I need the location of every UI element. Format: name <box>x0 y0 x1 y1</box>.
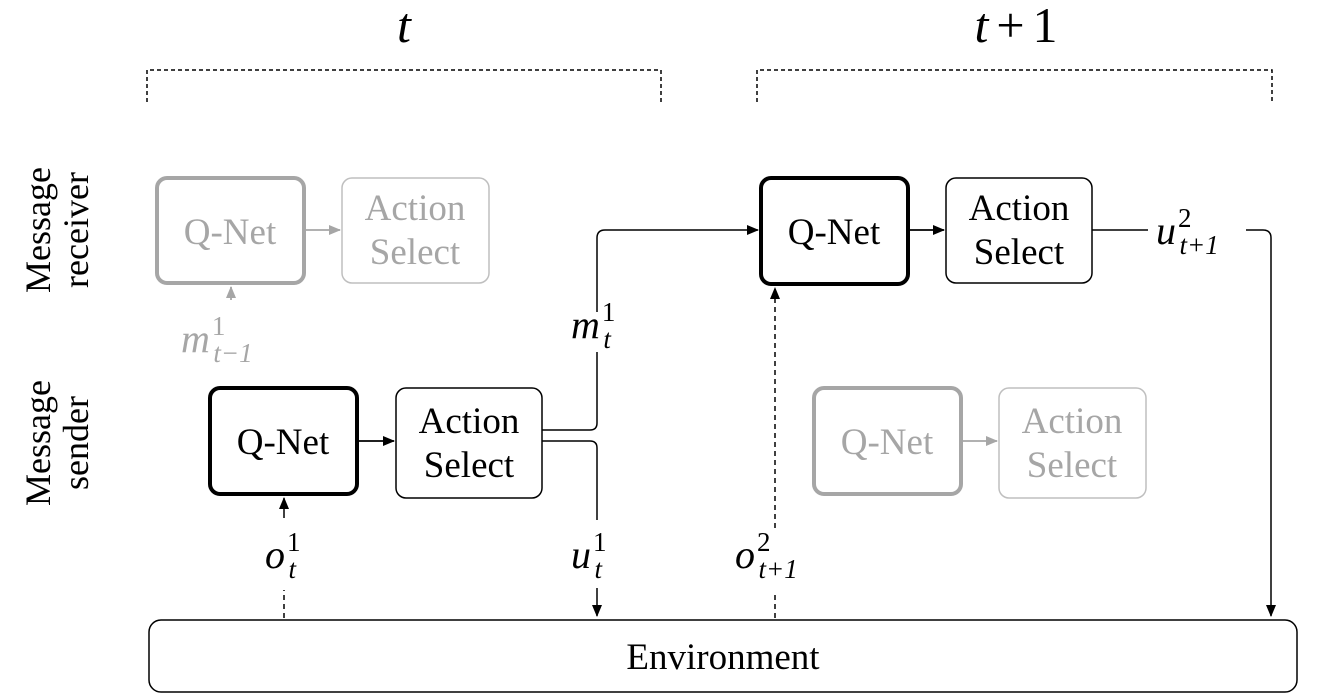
row-label-receiver: Message receiver <box>18 167 96 293</box>
bracket-t-plus-1 <box>756 69 1273 102</box>
row-label-receiver-line1: Message <box>18 167 58 293</box>
qnet-label-sender-t: Q-Net <box>237 422 330 463</box>
environment-box <box>148 619 1298 693</box>
label-o-t-sub: t <box>289 554 298 584</box>
label-m-t-sub: t <box>603 324 612 354</box>
label-u-next-sub: t+1 <box>1180 230 1219 260</box>
time-label-t-plus-1-num: 1 <box>1033 0 1058 53</box>
row-label-receiver-line2: receiver <box>56 172 96 288</box>
time-label-t-plus-1-op: + <box>996 0 1024 53</box>
row-label-sender-line2: sender <box>56 396 96 490</box>
qnet-box-sender-t <box>208 386 359 496</box>
action-box-sender-t <box>395 387 543 499</box>
qnet-label-receiver-t-plus-1: Q-Net <box>788 212 881 253</box>
action-label-sender-t-plus-1-line2: Select <box>1027 445 1118 486</box>
qnet-label-sender-t-plus-1: Q-Net <box>841 422 934 463</box>
action-label-sender-t-line1: Action <box>419 401 520 442</box>
label-u-t-sub: t <box>595 554 604 584</box>
arrow-m-t-to-qnet <box>596 225 759 312</box>
action-label-sender-t-line2: Select <box>424 445 515 486</box>
action-label-receiver-t-plus-1-line1: Action <box>969 188 1070 229</box>
label-o-t-base: o <box>265 532 285 577</box>
qnet-box-sender-t-plus-1 <box>812 386 963 496</box>
time-label-t-plus-1: t+1 <box>974 0 1057 53</box>
qnet-box-receiver-t-plus-1 <box>759 176 910 286</box>
action-box-sender-t-plus-1 <box>998 387 1147 499</box>
label-u-t-base: u <box>571 532 591 577</box>
label-u-next-base: u <box>1156 208 1176 253</box>
label-m-t-base: m <box>571 302 600 347</box>
row-label-sender: Message sender <box>18 380 96 506</box>
label-m-prev-sub: t−1 <box>213 338 252 368</box>
time-label-t-plus-1-var: t <box>974 0 989 53</box>
arrow-u-next-to-env <box>1246 229 1276 617</box>
qnet-box-receiver-t <box>155 176 306 285</box>
action-label-receiver-t-line1: Action <box>365 188 466 229</box>
bracket-t <box>146 69 662 102</box>
label-m-t-sup: 1 <box>602 297 616 327</box>
label-o-t-sup: 1 <box>287 527 301 557</box>
line-m-t-lower <box>542 352 598 431</box>
row-label-sender-line1: Message <box>18 380 58 506</box>
time-label-t: t <box>397 0 412 53</box>
line-u-t-upper <box>542 440 598 520</box>
label-m-prev-sup: 1 <box>212 311 226 341</box>
label-o-next-sub: t+1 <box>759 554 798 584</box>
action-label-receiver-t-line2: Select <box>370 232 461 273</box>
environment-label: Environment <box>626 637 820 678</box>
label-o-next-sup: 2 <box>757 527 771 557</box>
label-o-next-base: o <box>735 532 755 577</box>
action-label-receiver-t-plus-1-line2: Select <box>974 232 1065 273</box>
action-box-receiver-t <box>341 177 490 284</box>
label-u-next-sup: 2 <box>1178 203 1192 233</box>
action-label-sender-t-plus-1-line1: Action <box>1022 401 1123 442</box>
label-u-t-sup: 1 <box>593 527 607 557</box>
label-m-prev-base: m <box>181 316 210 361</box>
qnet-label-receiver-t: Q-Net <box>184 212 277 253</box>
